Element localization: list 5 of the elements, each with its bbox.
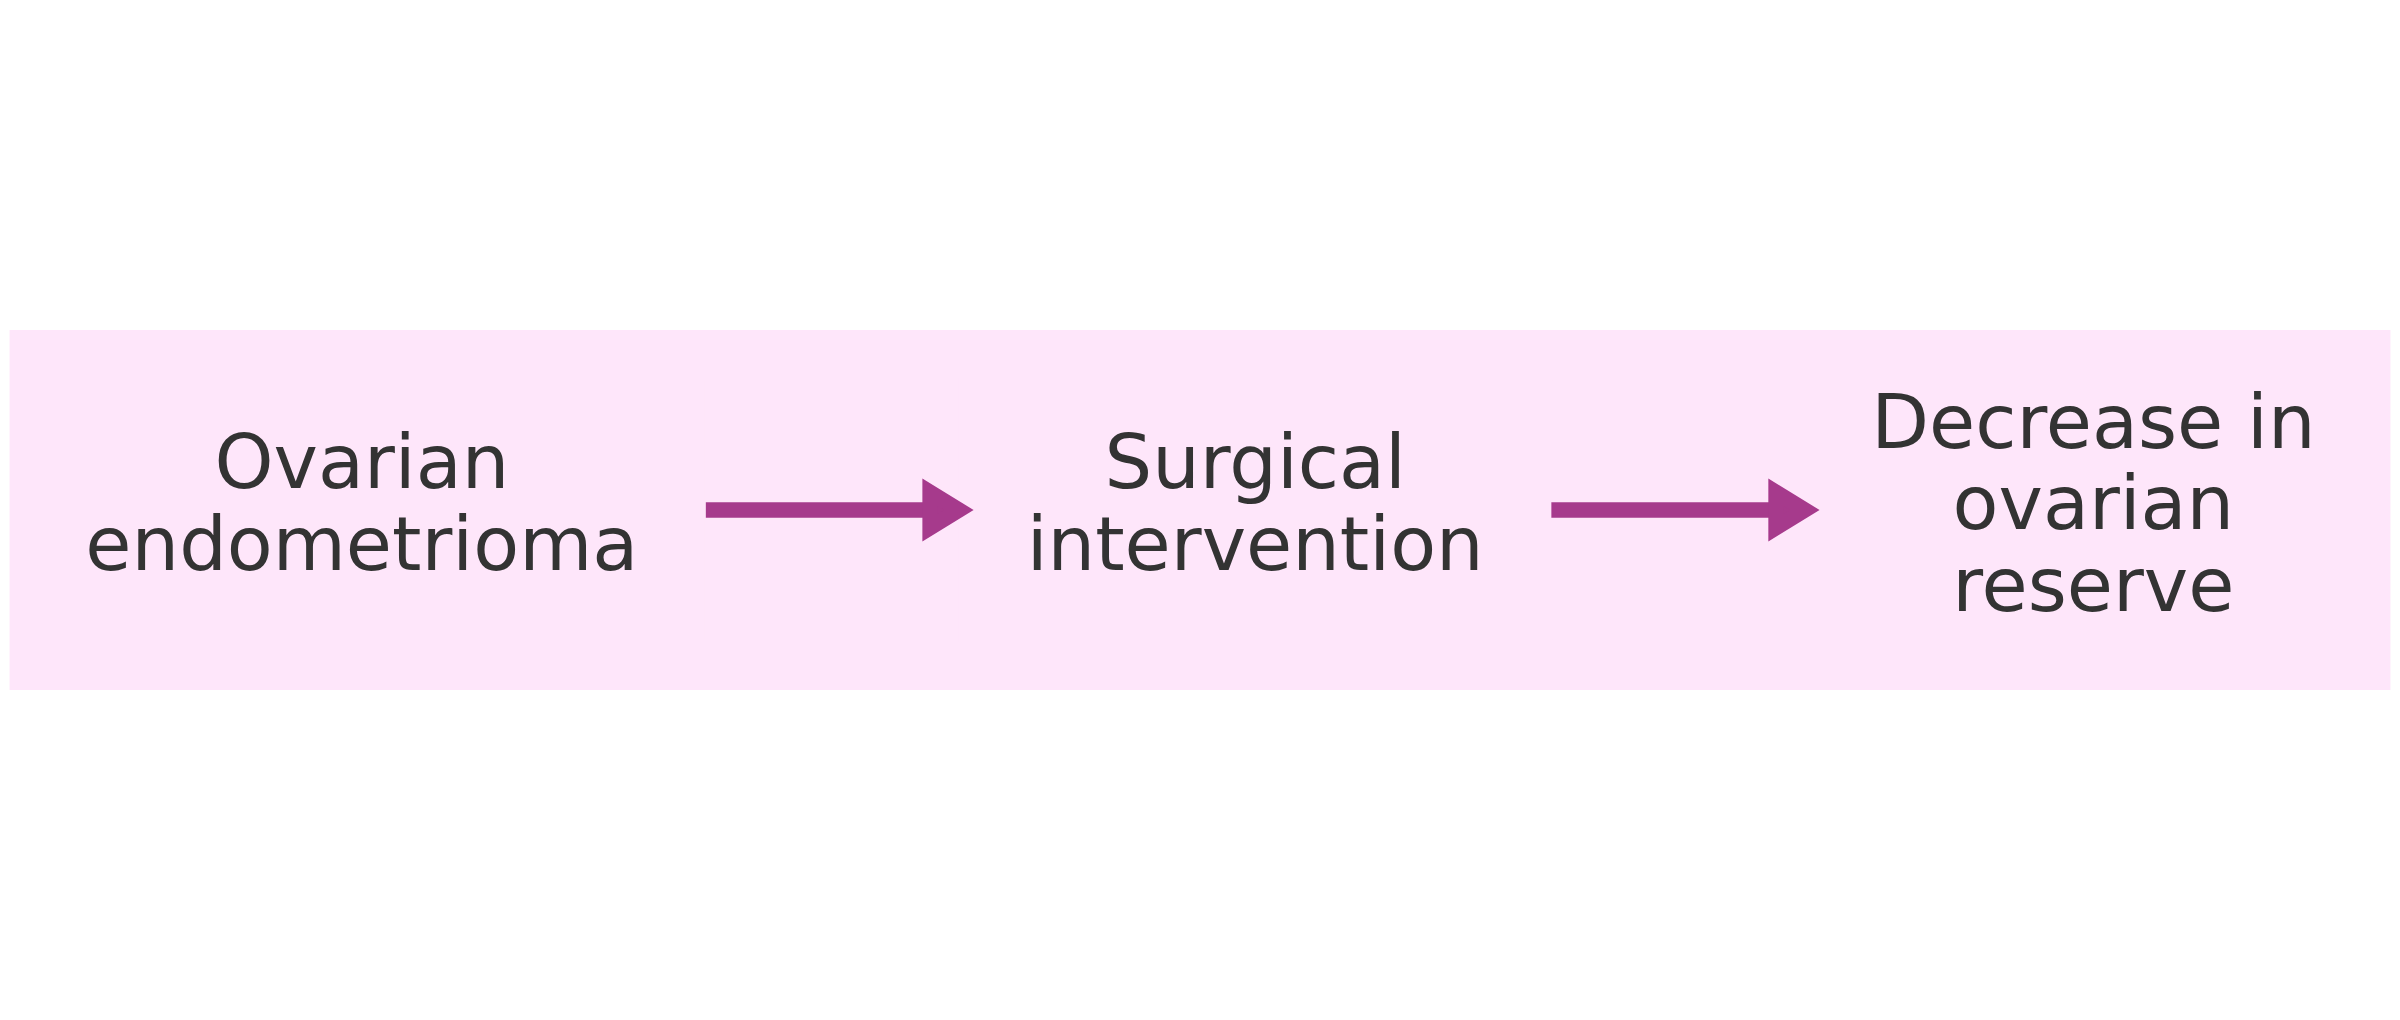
arrow bbox=[705, 478, 974, 542]
node-text: Surgical intervention bbox=[1026, 418, 1484, 589]
node-text: Ovarian endometrioma bbox=[85, 418, 639, 589]
node-text: Decrease in ovarian reserve bbox=[1871, 377, 2316, 629]
arrow bbox=[1551, 478, 1820, 542]
